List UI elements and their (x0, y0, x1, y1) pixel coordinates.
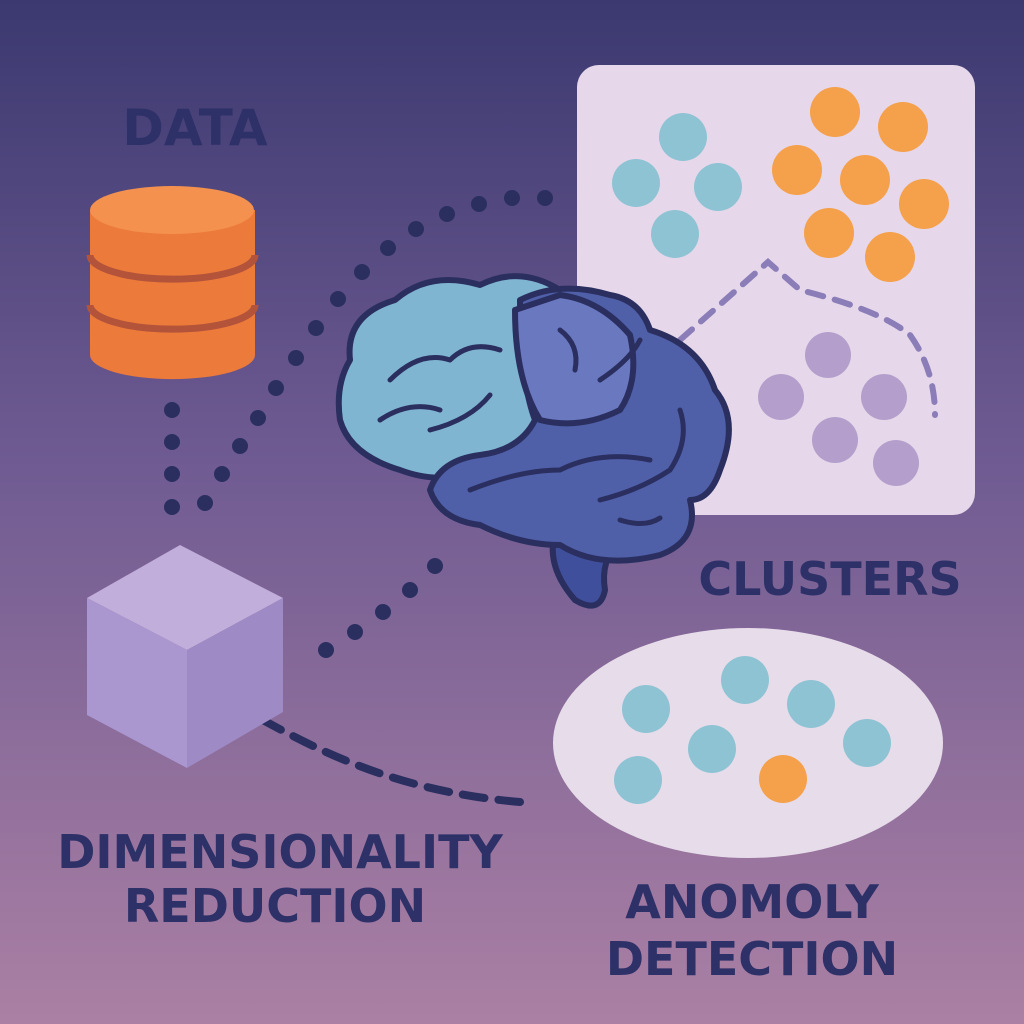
clusters-label: CLUSTERS (698, 552, 961, 606)
data-label: DATA (122, 99, 268, 157)
cube-icon (87, 545, 283, 768)
teal-cluster (612, 113, 742, 258)
anomaly-panel (553, 628, 943, 858)
dashed-connector (226, 698, 524, 806)
anomaly-label-line2: DETECTION (606, 932, 898, 986)
database-icon (86, 186, 259, 380)
dimensionality-label-line2: REDUCTION (124, 879, 426, 933)
anomaly-point (759, 755, 807, 803)
anomaly-label-line1: ANOMOLY (625, 875, 879, 929)
dimensionality-label-line1: DIMENSIONALITY (57, 825, 503, 879)
purple-cluster (758, 332, 919, 486)
dotted-connectors (164, 190, 553, 658)
brain-icon (335, 273, 732, 609)
orange-cluster (772, 87, 949, 282)
